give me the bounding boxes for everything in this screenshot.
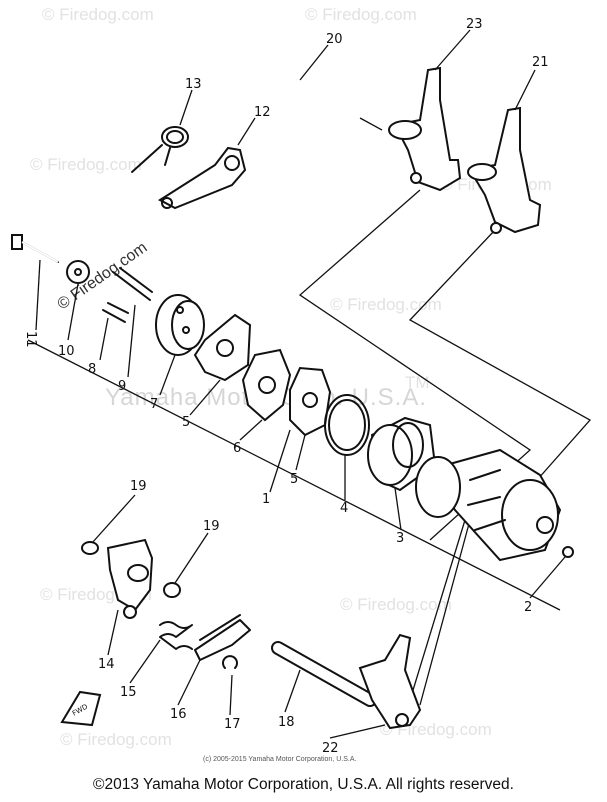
callout-number: 15 [120,685,137,700]
watermark-site: © Firedog.com [60,730,172,749]
watermark-tm: TM [405,373,430,392]
callout-number: 4 [340,501,348,516]
part-21-shift-fork [467,106,542,234]
callout-number: 12 [254,105,271,120]
callout-number: 23 [466,17,483,32]
callout-number: 5 [182,415,190,430]
callout-number: 1 [262,492,270,507]
callout-number: 5 [290,472,298,487]
callout-number: 16 [170,707,187,722]
watermark-site: © Firedog.com [30,155,142,174]
callout-number: 20 [326,32,343,47]
callout-number: 11 [23,331,38,348]
callout-number: 8 [88,362,96,377]
part-2-pin [562,546,574,558]
part-1-shift-cam [415,448,562,562]
part-12-lever [158,146,247,210]
callout-number: 19 [203,519,220,534]
watermark-site: © Firedog.com [42,5,154,24]
watermark-site: © Firedog.com [340,595,452,614]
part-14-shift-arm [106,538,154,619]
watermark-layer: © Firedog.com © Firedog.com © Firedog.co… [30,5,552,749]
part-20-fork-shaft [257,57,383,131]
part-5-plate [193,313,252,382]
callout-number: 14 [98,657,115,672]
watermark-site: © Firedog.com [330,295,442,314]
callout-number: 10 [58,344,75,359]
callout-number: 22 [322,741,339,756]
part-23-shift-fork [388,66,462,192]
callout-number: 17 [224,717,241,732]
callout-number: 3 [396,531,404,546]
part-6-plate [241,348,292,422]
callout-number: 13 [185,77,202,92]
part-11-bolt [11,234,59,263]
part-8-9-pins [102,267,153,323]
callout-number: 21 [532,55,549,70]
part-17-circlip [222,655,238,669]
part-13-spring [131,126,189,173]
part-22-shift-fork [358,633,422,730]
part-10-stopper [66,260,90,284]
callout-number: 18 [278,715,295,730]
leader-lines [35,29,566,739]
callout-layer: 20 23 21 13 12 11 10 8 9 7 5 6 5 4 3 1 2… [23,17,549,756]
copyright-notice: ©2013 Yamaha Motor Corporation, U.S.A. A… [93,776,514,793]
part-15-spring [159,621,193,650]
callout-number: 7 [150,397,158,412]
callout-number: 6 [233,441,241,456]
watermark-site: © Firedog.com [305,5,417,24]
part-19-washer [81,541,181,598]
credit-line: (c) 2005-2015 Yamaha Motor Corporation, … [203,756,356,763]
callout-number: 9 [118,379,126,394]
fwd-badge: FWD [60,690,102,727]
callout-number: 19 [130,479,147,494]
part-7-segment [155,294,205,356]
part-4-circlip [324,394,370,456]
part-18-shift-shaft [271,641,377,707]
part-16-lever [194,614,251,661]
callout-number: 2 [524,600,532,615]
